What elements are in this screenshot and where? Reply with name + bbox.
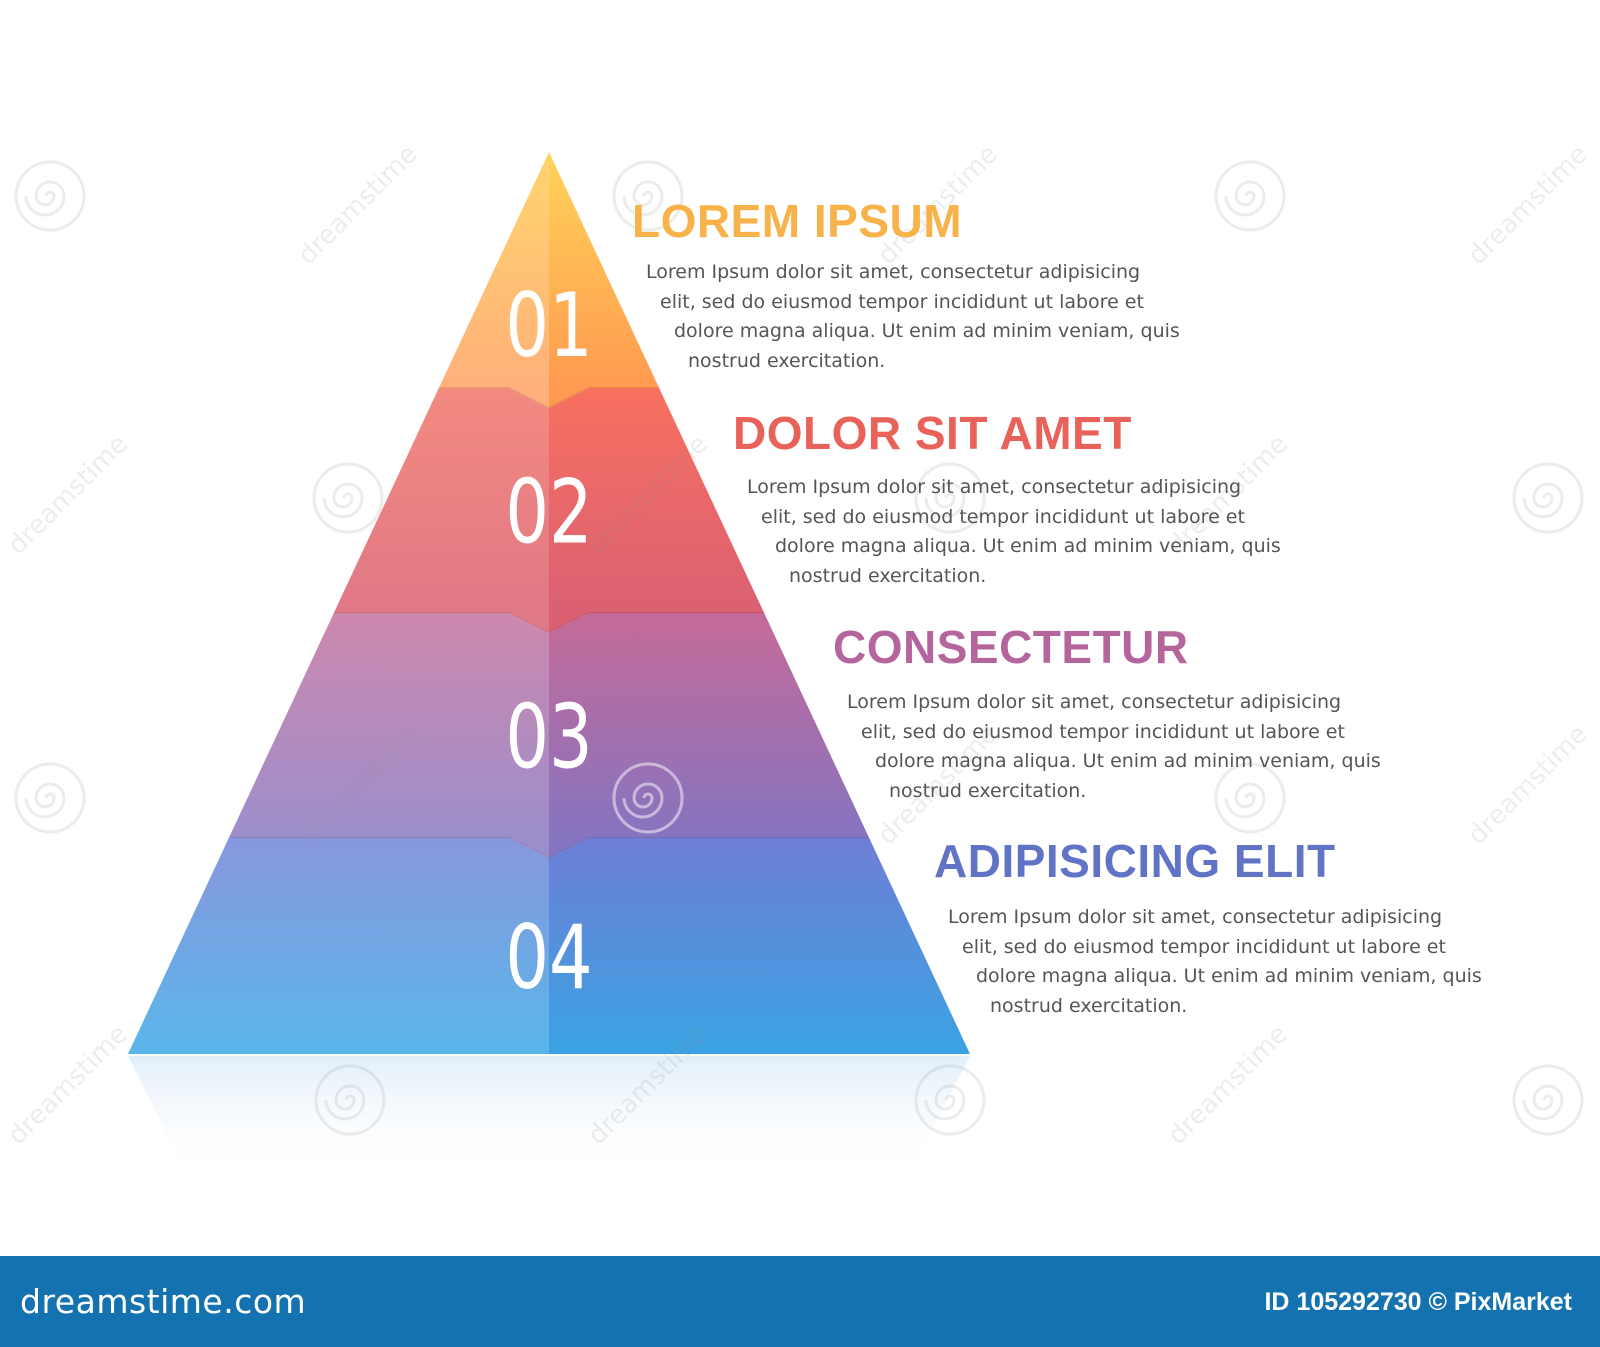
level-1-description-line: nostrud exercitation. [688, 349, 886, 372]
level-4-title: ADIPISICING ELIT [934, 835, 1336, 887]
level-4-description-line: elit, sed do eiusmod tempor incididunt u… [962, 935, 1446, 958]
level-4-description-line: dolore magna aliqua. Ut enim ad minim ve… [976, 965, 1482, 987]
level-4-description-line: nostrud exercitation. [990, 994, 1188, 1017]
level-1-description-line: Lorem Ipsum dolor sit amet, consectetur … [646, 261, 1141, 283]
level-4-description-line: Lorem Ipsum dolor sit amet, consectetur … [948, 906, 1443, 928]
pyramid-level-4-right-face [549, 838, 970, 1054]
level-1-title: LOREM IPSUM [632, 195, 963, 247]
pyramid-reflection [128, 1056, 970, 1180]
pyramid-level-3-left-face [228, 613, 549, 858]
pyramid-level-1-right-face [549, 152, 660, 408]
level-2-description-line: elit, sed do eiusmod tempor incididunt u… [761, 505, 1245, 528]
pyramid-level-1-left-face [438, 152, 549, 408]
level-2-description-line: nostrud exercitation. [789, 564, 987, 587]
pyramid-numbers: 01 02 03 04 [505, 275, 592, 1010]
footer-brand-logo[interactable]: dreamstime.com [20, 1282, 307, 1321]
level-3-number: 03 [505, 686, 592, 789]
level-2-description-line: dolore magna aliqua. Ut enim ad minim ve… [775, 535, 1281, 557]
level-2-number: 02 [505, 461, 592, 564]
level-1-description-line: elit, sed do eiusmod tempor incididunt u… [660, 290, 1144, 313]
pyramid-level-2-right-face [549, 388, 765, 633]
level-1-number: 01 [505, 275, 592, 378]
footer-bar: dreamstime.com ID 105292730 © PixMarket [0, 1256, 1600, 1347]
pyramid-layers [128, 152, 970, 1054]
level-4-description: Lorem Ipsum dolor sit amet, consectetur … [948, 903, 1482, 1021]
level-3-title: CONSECTETUR [833, 621, 1189, 673]
level-1-description-line: dolore magna aliqua. Ut enim ad minim ve… [674, 320, 1180, 342]
level-3-description-line: elit, sed do eiusmod tempor incididunt u… [861, 720, 1345, 743]
level-3-description-line: Lorem Ipsum dolor sit amet, consectetur … [847, 691, 1342, 713]
pyramid-reflection-shape [128, 1056, 970, 1180]
pyramid-diagram: 01 02 03 04 [128, 152, 970, 1180]
level-2-description-line: Lorem Ipsum dolor sit amet, consectetur … [747, 476, 1242, 498]
level-3-description: Lorem Ipsum dolor sit amet, consectetur … [847, 688, 1381, 806]
pyramid-level-4-left-face [128, 838, 549, 1054]
pyramid-level-3-right-face [549, 613, 870, 858]
level-3-description-line: nostrud exercitation. [889, 779, 1087, 802]
level-2-description: Lorem Ipsum dolor sit amet, consectetur … [747, 473, 1281, 591]
footer-image-id: ID 105292730 © PixMarket [1264, 1288, 1572, 1316]
level-4-number: 04 [505, 907, 592, 1010]
level-3-description-line: dolore magna aliqua. Ut enim ad minim ve… [875, 750, 1381, 772]
pyramid-level-2-left-face [333, 388, 549, 633]
level-1-description: Lorem Ipsum dolor sit amet, consectetur … [646, 258, 1180, 376]
level-2-title: DOLOR SIT AMET [733, 407, 1132, 459]
pyramid-level-4 [128, 838, 970, 1054]
